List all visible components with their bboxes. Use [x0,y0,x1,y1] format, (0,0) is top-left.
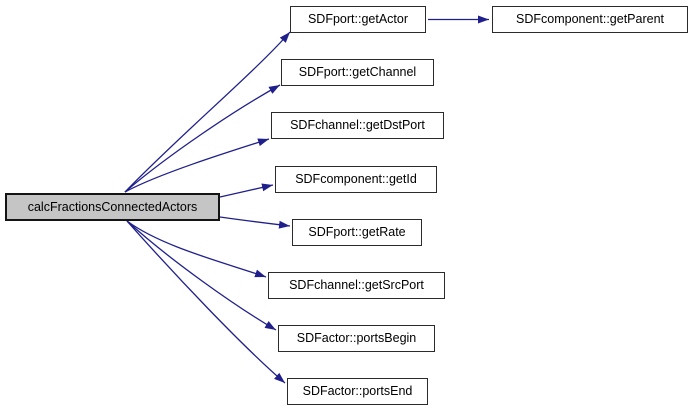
node-label: SDFactor::portsEnd [302,384,413,399]
node-sdfcomponent-get-id[interactable]: SDFcomponent::getId [275,166,437,193]
node-sdfport-get-actor[interactable]: SDFport::getActor [290,6,426,33]
node-label: SDFcomponent::getId [295,172,417,187]
node-calc-fractions-connected-actors: calcFractionsConnectedActors [5,193,220,221]
node-label: SDFport::getRate [308,225,406,240]
node-label: SDFchannel::getSrcPort [289,278,424,293]
node-sdfchannel-get-src-port[interactable]: SDFchannel::getSrcPort [268,272,445,299]
edge-root-to-get-src-port [126,220,267,278]
node-sdfactor-ports-begin[interactable]: SDFactor::portsBegin [278,325,435,352]
node-label: SDFport::getActor [307,12,409,27]
edge-root-to-get-channel [124,84,281,193]
edge-root-to-get-actor [124,31,291,193]
edge-root-to-get-id [219,183,274,198]
node-label: SDFactor::portsBegin [296,331,417,346]
node-sdfactor-ports-end[interactable]: SDFactor::portsEnd [287,378,428,405]
edge-root-to-ports-end [126,220,286,384]
node-sdfchannel-get-dst-port[interactable]: SDFchannel::getDstPort [271,112,444,139]
edge-root-to-ports-begin [126,220,277,331]
node-label: calcFractionsConnectedActors [27,199,198,214]
edge-root-to-get-rate [219,216,291,229]
edge-root-to-get-dst-port [124,138,270,193]
node-label: SDFcomponent::getParent [516,12,664,27]
node-sdfport-get-rate[interactable]: SDFport::getRate [292,219,422,246]
node-sdfcomponent-get-parent[interactable]: SDFcomponent::getParent [492,6,688,33]
node-label: SDFchannel::getDstPort [290,118,425,133]
node-label: SDFport::getChannel [298,65,417,80]
node-sdfport-get-channel[interactable]: SDFport::getChannel [281,59,434,86]
